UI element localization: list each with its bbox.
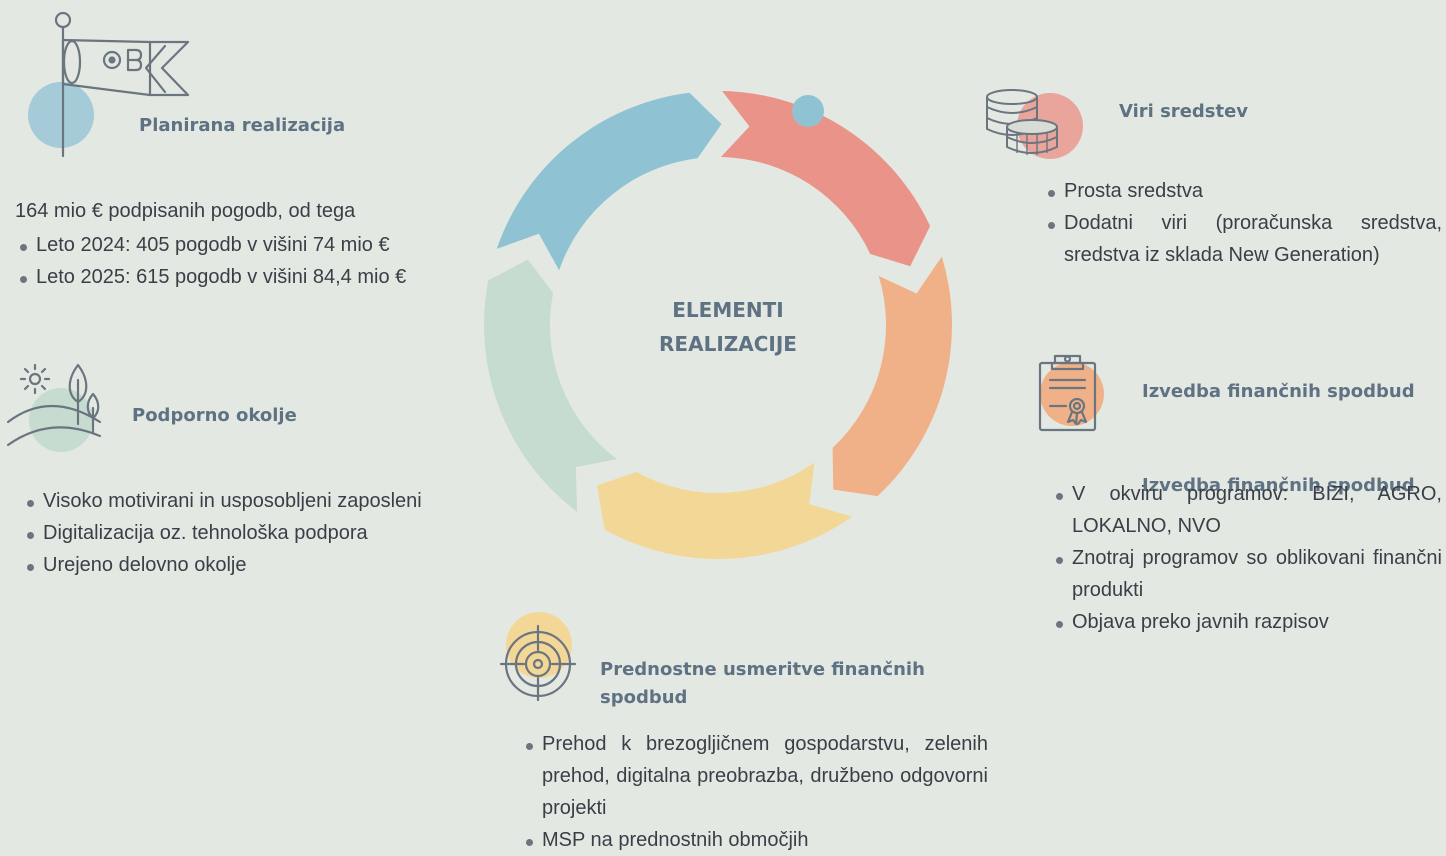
windsock-icon: [54, 11, 190, 158]
prednostne-title: Prednostne usmeritve finančnih spodbud: [600, 656, 925, 712]
prednostne-title-line2: spodbud: [600, 687, 688, 708]
list-item: Prehod k brezogljičnem gospodarstvu, zel…: [520, 728, 988, 824]
list-item: Objava preko javnih razpisov: [1050, 606, 1442, 638]
prednostne-list: Prehod k brezogljičnem gospodarstvu, zel…: [520, 728, 988, 856]
list-item: MSP na prednostnih območjih: [520, 824, 988, 856]
list-item: Urejeno delovno okolje: [21, 549, 427, 581]
ring-segment-orange: [832, 256, 953, 497]
certificate-icon: [1038, 354, 1097, 432]
ring-segment-blue: [496, 92, 722, 271]
list-item: Leto 2025: 615 pogodb v višini 84,4 mio …: [14, 261, 444, 293]
ring-segment-red: [720, 91, 931, 267]
ring-center-label: ELEMENTI REALIZACIJE: [618, 293, 838, 361]
list-item: Digitalizacija oz. tehnološka podpora: [21, 517, 427, 549]
planirana-intro: 164 mio € podpisanih pogodb, od tega: [15, 200, 356, 222]
izvedba-title: Izvedba finančnih spodbud: [1142, 381, 1415, 402]
landscape-icon: [6, 363, 102, 447]
ring-segment-yellow: [597, 462, 853, 559]
list-item: Dodatni viri (proračunska sredstva, sred…: [1042, 207, 1442, 271]
podporno-list: Visoko motivirani in usposobljeni zaposl…: [21, 485, 427, 581]
target-icon: [499, 624, 577, 702]
izvedba-overlap-title: Izvedba finančnih spodbud: [1142, 475, 1415, 496]
list-item: Leto 2024: 405 pogodb v višini 74 mio €: [14, 229, 444, 261]
prednostne-title-line1: Prednostne usmeritve finančnih: [600, 659, 925, 680]
ring-center-line2: REALIZACIJE: [659, 332, 797, 356]
list-item: Znotraj programov so oblikovani finančni…: [1050, 542, 1442, 606]
ring-center-line1: ELEMENTI: [672, 298, 784, 322]
izvedba-accent-circle: [1040, 362, 1104, 426]
izvedba-list: V okviru programov: BIZI, AGRO, LOKALNO,…: [1050, 478, 1442, 638]
podporno-title: Podporno okolje: [132, 405, 297, 426]
list-item: V okviru programov: BIZI, AGRO, LOKALNO,…: [1050, 478, 1442, 542]
list-item: Visoko motivirani in usposobljeni zaposl…: [21, 485, 427, 517]
planirana-accent-circle: [28, 82, 94, 148]
ring-segment-green: [484, 259, 617, 512]
ring-marker-dot: [792, 95, 824, 127]
coins-icon: [986, 89, 1058, 155]
viri-list: Prosta sredstva Dodatni viri (proračunsk…: [1042, 175, 1442, 271]
planirana-list: Leto 2024: 405 pogodb v višini 74 mio € …: [14, 229, 444, 293]
viri-title: Viri sredstev: [1119, 101, 1249, 122]
list-item: Prosta sredstva: [1042, 175, 1442, 207]
planirana-title: Planirana realizacija: [139, 115, 346, 136]
